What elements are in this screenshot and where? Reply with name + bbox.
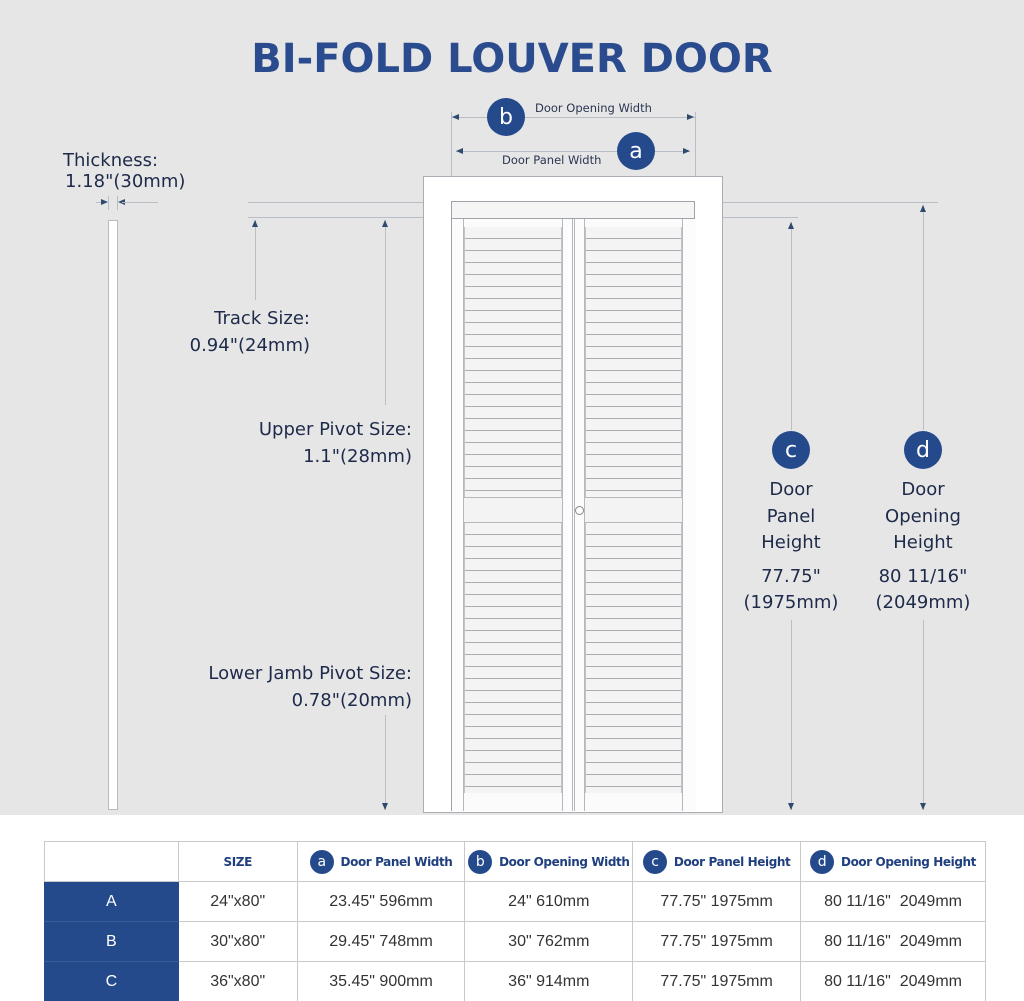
- arrow-right-icon: [687, 114, 694, 120]
- table-header-empty: [44, 841, 179, 882]
- cell-opening-height: 80 11/16" 2049mm: [800, 881, 986, 922]
- louver-panel: [585, 227, 682, 497]
- arrow-right-icon: [683, 148, 690, 154]
- table-row: B 30"x80" 29.45" 748mm 30" 762mm 77.75" …: [44, 921, 986, 962]
- door-panel-height-line3: Height: [761, 532, 821, 553]
- lower-jamb-pivot-label: Lower Jamb Pivot Size:: [208, 663, 412, 684]
- arrow-left-icon: [118, 199, 125, 205]
- door-opening-height-line1: Door: [901, 479, 945, 500]
- arrow-up-icon: [382, 220, 388, 227]
- cell-opening-height: 80 11/16" 2049mm: [800, 921, 986, 962]
- door-opening-width-label: Door Opening Width: [535, 101, 652, 115]
- arrow-up-icon: [788, 222, 794, 229]
- badge-b-icon: b: [487, 98, 525, 136]
- badge-a-icon: a: [309, 849, 334, 874]
- cell-opening-width: 36" 914mm: [464, 961, 634, 1001]
- cell-panel-height: 77.75" 1975mm: [632, 881, 802, 922]
- cell-panel-height: 77.75" 1975mm: [632, 921, 802, 962]
- table-row: C 36"x80" 35.45" 900mm 36" 914mm 77.75" …: [44, 961, 986, 1001]
- arrow-down-icon: [788, 803, 794, 810]
- cell-size: 36"x80": [177, 961, 298, 1001]
- arrow-down-icon: [382, 803, 388, 810]
- door-header: [451, 201, 695, 219]
- page-title: BI-FOLD LOUVER DOOR: [251, 36, 773, 82]
- thickness-label: Thickness:: [63, 150, 159, 171]
- table-header-size: SIZE: [177, 841, 298, 882]
- bifold-door: [451, 219, 696, 811]
- door-panel-width-label: Door Panel Width: [500, 153, 604, 167]
- badge-d-icon: d: [810, 849, 835, 874]
- cell-opening-width: 30" 762mm: [464, 921, 634, 962]
- cell-opening-height: 80 11/16" 2049mm: [800, 961, 986, 1001]
- louver-panel: [464, 227, 562, 497]
- arrow-left-icon: [452, 114, 459, 120]
- row-id: C: [44, 961, 179, 1001]
- cell-opening-width: 24" 610mm: [464, 881, 634, 922]
- door-opening-height-line2: Opening: [885, 505, 961, 527]
- arrow-down-icon: [920, 803, 926, 810]
- cell-panel-width: 35.45" 900mm: [296, 961, 466, 1001]
- cell-size: 30"x80": [177, 921, 298, 962]
- badge-b-icon: b: [468, 849, 493, 874]
- door-panel-height-inches: 77.75": [761, 565, 821, 587]
- cell-panel-width: 23.45" 596mm: [296, 881, 466, 922]
- cell-size: 24"x80": [177, 881, 298, 922]
- arrow-up-icon: [252, 220, 258, 227]
- track-size-label: Track Size:: [214, 308, 310, 329]
- row-id: A: [44, 881, 179, 922]
- louver-panel: [585, 523, 682, 793]
- upper-pivot-value: 1.1"(28mm): [303, 446, 412, 467]
- badge-c-icon: c: [772, 431, 810, 469]
- arrow-left-icon: [456, 148, 463, 154]
- row-id: B: [44, 921, 179, 962]
- upper-pivot-label: Upper Pivot Size:: [258, 419, 412, 440]
- arrow-up-icon: [920, 205, 926, 212]
- door-panel-height-mm: (1975mm): [743, 592, 839, 613]
- door-opening-height-inches: 80 11/16": [878, 565, 968, 587]
- door-panel-height-line2: Panel: [766, 505, 816, 527]
- badge-d-icon: d: [904, 431, 942, 469]
- door-panel-height-line1: Door: [769, 479, 813, 500]
- door-knob: [575, 506, 584, 515]
- cell-panel-width: 29.45" 748mm: [296, 921, 466, 962]
- door-thickness-profile: [108, 220, 118, 810]
- badge-a-icon: a: [617, 132, 655, 170]
- louver-panel: [464, 523, 562, 793]
- door-opening-height-line3: Height: [893, 532, 953, 553]
- door-opening-height-mm: (2049mm): [875, 592, 971, 613]
- lower-jamb-pivot-value: 0.78"(20mm): [291, 690, 412, 711]
- arrow-right-icon: [101, 199, 108, 205]
- thickness-value: 1.18"(30mm): [65, 171, 186, 192]
- badge-c-icon: c: [642, 849, 667, 874]
- track-size-value: 0.94"(24mm): [189, 335, 310, 356]
- table-row: A 24"x80" 23.45" 596mm 24" 610mm 77.75" …: [44, 881, 986, 922]
- cell-panel-height: 77.75" 1975mm: [632, 961, 802, 1001]
